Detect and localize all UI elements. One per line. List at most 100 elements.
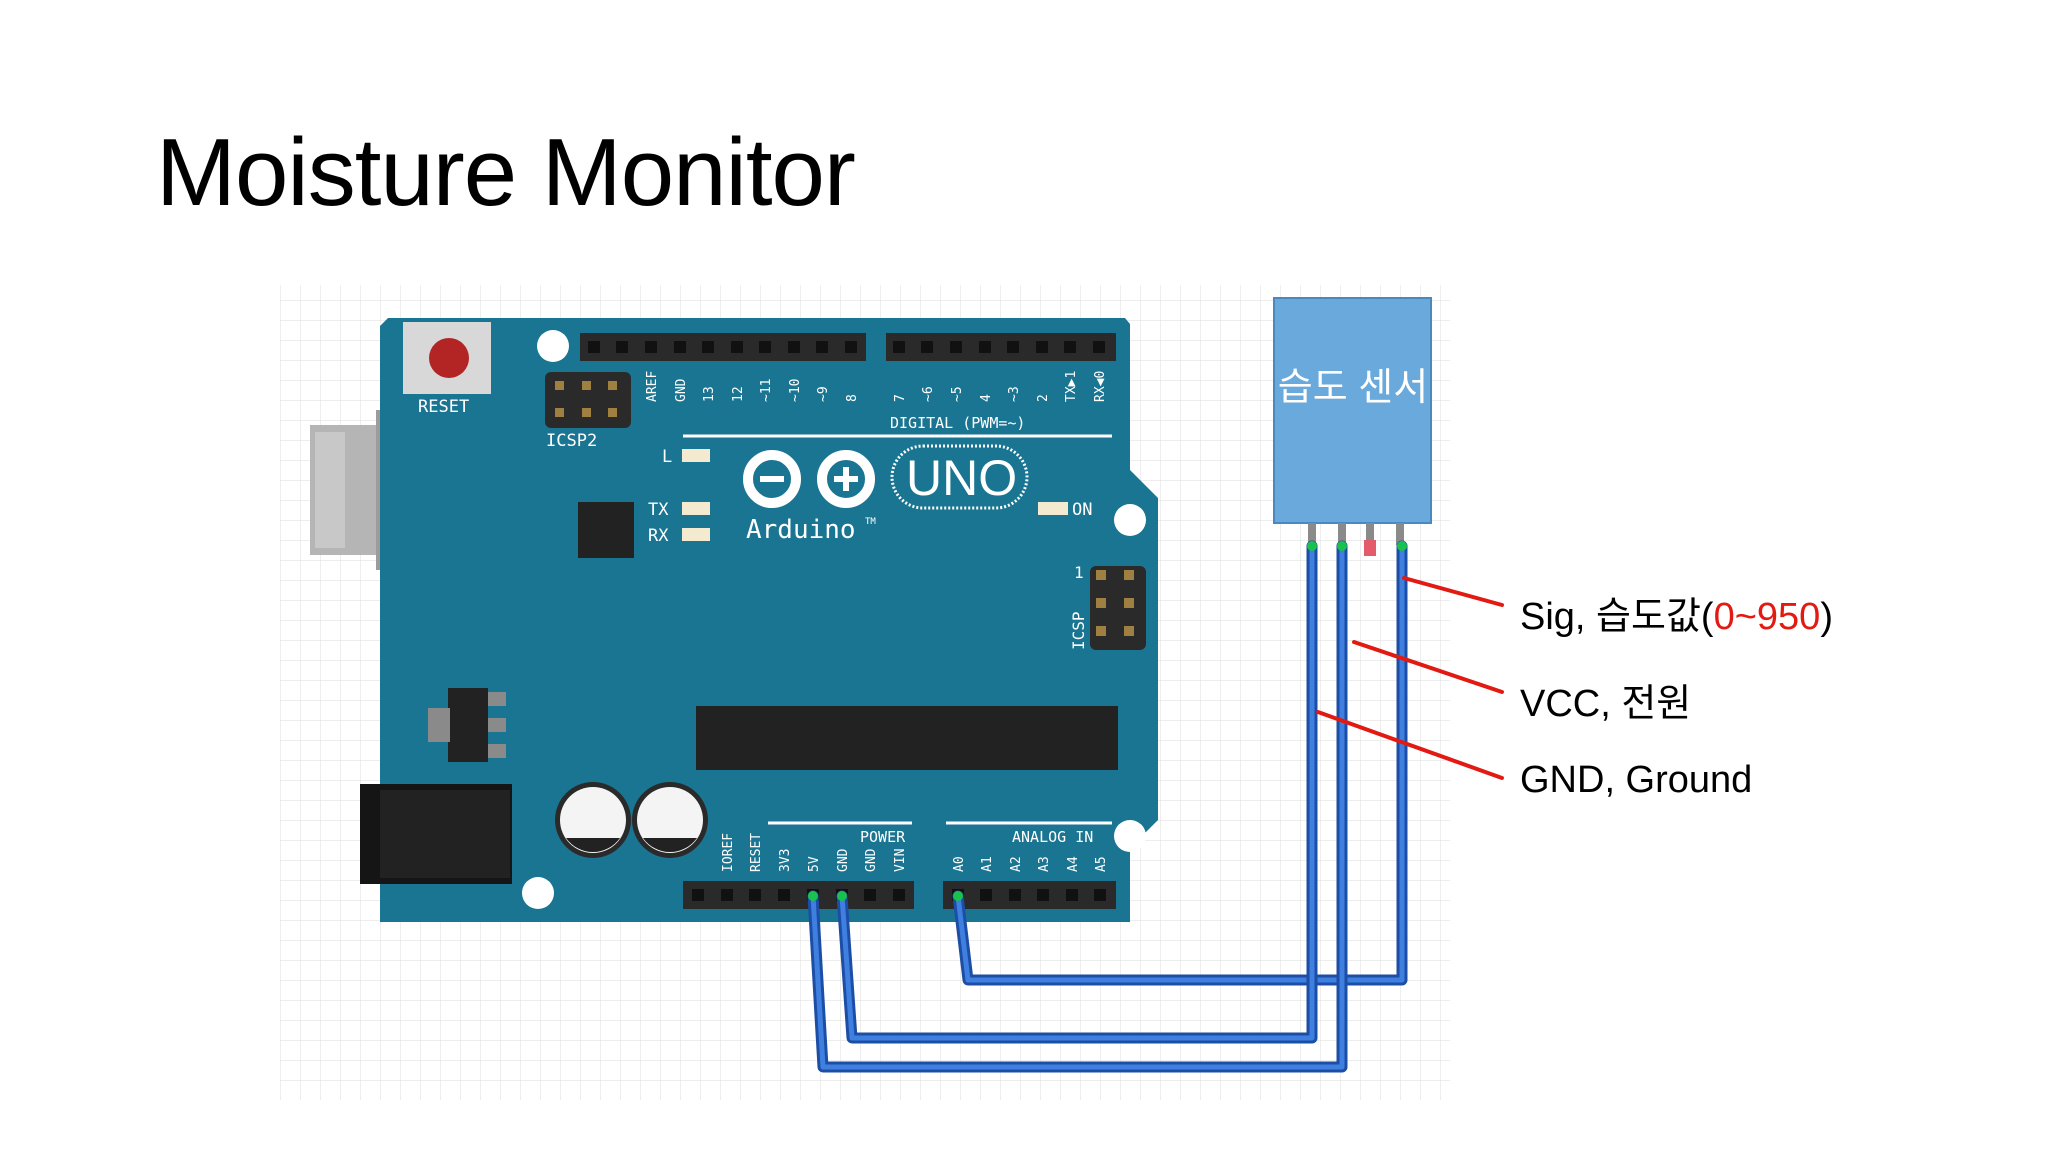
digital-pin-hole [979,341,991,353]
power-header-label: POWER [860,828,906,846]
sig-label-prefix: Sig, 습도값( [1520,596,1714,638]
analog-pin-label: A3 [1037,856,1052,872]
analog-pin-hole [980,889,992,901]
digital-pin-label: AREF [645,371,660,402]
usb-chip [578,502,634,558]
icsp2-label: ICSP2 [546,431,597,451]
icsp-label: ICSP [1069,611,1088,650]
power-pin-label: 3V3 [778,849,793,872]
led-tx-label: TX [648,500,669,520]
digital-pin-hole [816,341,828,353]
digital-header-right [886,333,1116,361]
power-pin-hole [749,889,761,901]
digital-pin-label: 8 [845,394,860,402]
arduino-board [380,318,1158,922]
digital-pin-label: 2 [1036,394,1051,402]
mount-hole [1114,820,1146,852]
analog-pin-hole [1009,889,1021,901]
analog-pin-hole [1066,889,1078,901]
digital-pin-hole [1036,341,1048,353]
digital-pin-hole [674,341,686,353]
digital-pin-hole [645,341,657,353]
digital-pin-hole [1093,341,1105,353]
capacitor [555,782,631,858]
digital-pin-label: ~9 [816,386,831,402]
sig-label: Sig, 습도값(0~950) [1520,585,1833,640]
uno-badge [890,444,1029,510]
sensor-pins [1308,523,1404,556]
digital-pin-hole [616,341,628,353]
analog-pin-label: A1 [980,856,995,872]
analog-pin-label: A0 [952,856,967,872]
vcc-label: VCC, 전원 [1520,683,1692,725]
digital-pin-label: 4 [979,394,994,402]
digital-pin-label: ~10 [788,379,803,402]
icsp2-header [545,372,631,428]
digital-pin-label: ~11 [759,379,774,402]
capacitor [632,782,708,858]
digital-pin-hole [759,341,771,353]
analog-pin-hole [1037,889,1049,901]
digital-pin-hole [950,341,962,353]
pointer-vcc [1352,640,1504,694]
digital-pin-label: ~3 [1007,386,1022,402]
arduino-logo [743,450,875,508]
power-pin-label: 5V [807,856,822,872]
reset-button[interactable] [403,322,491,394]
microcontroller-chip [696,706,1118,770]
power-pin-hole [721,889,733,901]
led-tx [682,502,710,515]
digital-pin-label: 12 [731,386,746,402]
power-header [683,881,914,909]
led-rx-label: RX [648,526,669,546]
sig-label-suffix: ) [1820,596,1833,638]
led-on-label: ON [1072,500,1092,520]
power-pin-hole [864,889,876,901]
pointer-gnd [1316,710,1504,780]
analog-header [943,881,1116,909]
power-pin-label: IOREF [721,833,736,872]
digital-pin-hole [731,341,743,353]
mount-hole [522,877,554,909]
reset-label: RESET [418,397,469,417]
analog-header-label: ANALOG IN [1012,828,1093,846]
page-title: Moisture Monitor [156,119,856,226]
sig-range: 0~950 [1713,596,1821,638]
digital-header-label: DIGITAL (PWM=~) [890,414,1025,432]
mount-hole [537,330,569,362]
led-l-label: L [662,447,672,467]
power-pin-label: RESET [749,833,764,872]
analog-pin-label: A2 [1009,856,1024,872]
digital-pin-hole [588,341,600,353]
power-pin-hole [692,889,704,901]
digital-pin-hole [788,341,800,353]
analog-pin-label: A5 [1094,856,1109,872]
digital-pin-hole [893,341,905,353]
arduino-trademark: TM [865,517,876,527]
gnd-label: GND, Ground [1520,759,1753,801]
moisture-sensor [1273,297,1432,524]
pointer-sig [1402,576,1504,607]
digital-pin-label: 7 [893,394,908,402]
analog-pin-hole [1094,889,1106,901]
icsp-pin1-label: 1 [1074,563,1084,582]
mount-hole [1114,504,1146,536]
power-pin-label: GND [836,848,851,872]
power-pin-hole [778,889,790,901]
led-rx [682,528,710,541]
digital-pin-hole [845,341,857,353]
digital-pin-label: TX▶1 [1064,371,1079,402]
analog-pin-label: A4 [1066,856,1081,872]
uno-label: UNO [906,450,1017,506]
digital-pin-label: ~5 [950,386,965,402]
power-pin-label: VIN [893,849,908,872]
voltage-regulator [428,688,506,762]
power-jack [360,784,512,884]
led-l [682,449,710,462]
led-on [1038,502,1068,515]
sensor-label: 습도 센서 [1277,367,1429,409]
digital-pin-hole [1007,341,1019,353]
digital-pin-hole [702,341,714,353]
arduino-logo-text: Arduino [746,515,856,545]
